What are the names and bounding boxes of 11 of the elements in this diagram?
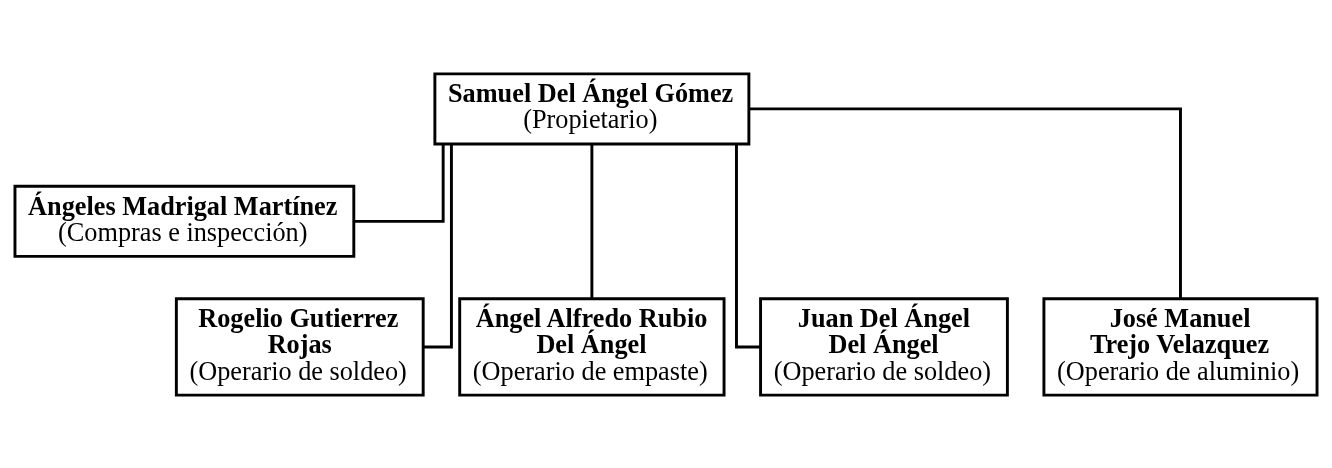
node-box: Juan Del Ángel Del Ángel (Operario de soldeo) <box>759 296 1009 397</box>
node-box: Rogelio Gutierrez Rojas (Operario de soldeo) <box>174 296 425 397</box>
connector <box>423 143 453 348</box>
node-box: José Manuel Trejo Velazquez (Operario de aluminio) <box>1042 296 1319 397</box>
connector <box>749 106 1182 298</box>
node-box: Ángel Alfredo Rubio Del Ángel (Operario de empaste) <box>458 296 726 397</box>
connector <box>354 143 445 223</box>
node-box: Ángeles Madrigal Martínez (Compras e inspección) <box>13 184 356 258</box>
connector <box>735 143 761 348</box>
connector <box>590 143 594 298</box>
node-box: Samuel Del Ángel Gómez (Propietario) <box>433 71 751 145</box>
